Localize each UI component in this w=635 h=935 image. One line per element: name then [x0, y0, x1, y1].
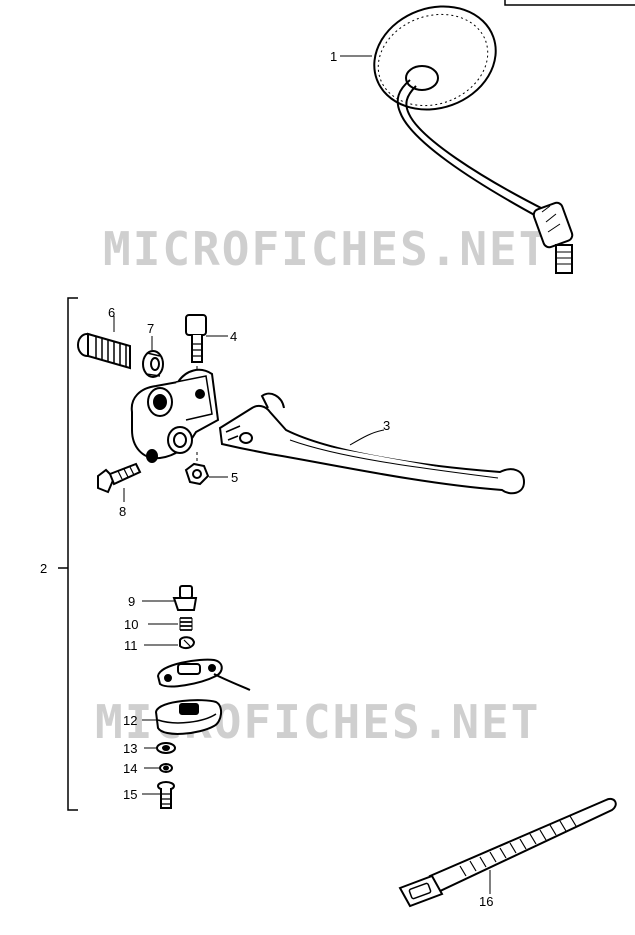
spring	[179, 617, 193, 631]
brake-lever	[218, 392, 526, 495]
callout-12: 12	[123, 713, 137, 728]
frame-corner	[504, 0, 635, 6]
callout-13: 13	[123, 741, 137, 756]
callout-2: 2	[40, 561, 47, 576]
bracket-2	[67, 297, 78, 811]
callout-10: 10	[124, 617, 138, 632]
callout-5: 5	[231, 470, 238, 485]
switch-plate	[156, 658, 251, 691]
callout-14: 14	[123, 761, 137, 776]
switch-screw	[157, 781, 175, 809]
callout-4: 4	[230, 329, 237, 344]
clamp-screw	[97, 462, 142, 494]
callout-15: 15	[123, 787, 137, 802]
callout-9: 9	[128, 594, 135, 609]
callout-11: 11	[124, 638, 138, 653]
callout-1: 1	[330, 49, 337, 64]
cable-tie	[398, 798, 617, 908]
leader-3	[349, 429, 385, 446]
mirror	[373, 5, 574, 274]
callout-8: 8	[119, 504, 126, 519]
callout-7: 7	[147, 321, 154, 336]
callout-6: 6	[108, 305, 115, 320]
watermark-top: MICROFICHES.NET	[103, 222, 548, 276]
lever-holder	[130, 368, 220, 463]
lock-nut	[142, 350, 164, 378]
retaining-clip	[179, 636, 196, 650]
callout-3: 3	[383, 418, 390, 433]
pivot-bolt	[185, 314, 207, 363]
lock-washer	[159, 763, 173, 773]
adjuster-bolt	[77, 332, 131, 370]
switch-plunger	[172, 585, 198, 611]
washer	[156, 742, 176, 754]
switch-body	[154, 699, 222, 735]
pivot-nut	[184, 462, 210, 486]
callout-16: 16	[479, 894, 493, 909]
